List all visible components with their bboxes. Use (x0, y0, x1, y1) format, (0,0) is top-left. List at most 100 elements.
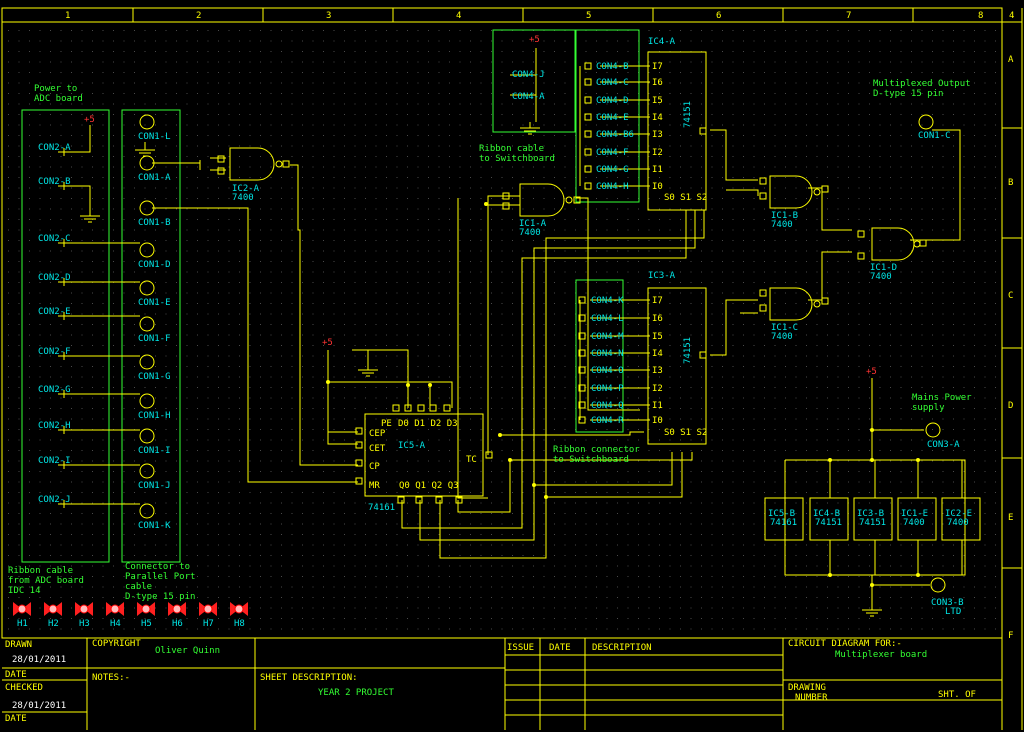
con1-circle (139, 242, 155, 258)
ic4-pin-name: I1 (652, 165, 663, 175)
plus5-label: +5 (866, 367, 877, 377)
mounting-hole (13, 602, 31, 616)
annotations: Power to ADC board Ribbon cable from ADC… (8, 79, 972, 602)
con1-connector-label: CON1-J (138, 481, 171, 491)
supply-chip-body (941, 497, 981, 541)
col-label: 3 (326, 11, 331, 21)
ic5-pin: MR (369, 481, 380, 491)
row-label: C (1008, 291, 1013, 301)
con1-connector-label: CON1-A (138, 173, 171, 183)
junction-dot (326, 380, 330, 384)
ic3-input-labels: CON4-KCON4-LCON4-MCON4-NCON4-OCON4-PCON4… (591, 296, 624, 426)
nand-gate-ic1c (769, 287, 813, 321)
pin-square (355, 477, 363, 485)
ic4-pin-name: I4 (652, 113, 663, 123)
con2-pin (58, 352, 70, 360)
ic3-part: 74151 (683, 337, 693, 364)
col-label: 4 (456, 11, 461, 21)
issue-label: ISSUE (507, 643, 534, 653)
pin-square (578, 296, 586, 304)
col-label: 5 (586, 11, 591, 21)
pin-square (821, 185, 829, 193)
con1-box (121, 109, 181, 563)
junction-dot (406, 383, 410, 387)
ic1c-ref: IC1-C (771, 323, 798, 333)
note-ribbon-adc: from ADC board (8, 576, 84, 586)
con1-connector-label: CON1-H (138, 411, 171, 421)
ic1c-part: 7400 (771, 332, 793, 342)
ic1d-part: 7400 (870, 272, 892, 282)
col-label: 1 (65, 11, 70, 21)
con1-connector-label: CON1-K (138, 521, 171, 531)
note-parallel: Parallel Port (125, 572, 195, 582)
con1-circle (139, 114, 155, 130)
mounting-hole (44, 602, 62, 616)
connector-boxes (21, 29, 640, 563)
grid-dots (8, 30, 996, 630)
junction-dot (828, 458, 832, 462)
col-label: 2 (196, 11, 201, 21)
drawing-number-label: NUMBER (795, 693, 828, 703)
supply-chip-part: 74151 (859, 518, 886, 528)
supply-chip-labels: IC5-B74161IC4-B74151IC3-B74151IC1-E7400I… (768, 509, 972, 528)
hole-label: H1 (17, 619, 28, 629)
sheet-desc: YEAR 2 PROJECT (318, 688, 394, 698)
junction-dot (544, 495, 548, 499)
note-ribbon-switchboard: Ribbon cable (479, 144, 544, 154)
con2-labels: CON2-ACON2-BCON2-CCON2-DCON2-ECON2-FCON2… (38, 143, 71, 505)
author: Oliver Quinn (155, 646, 220, 656)
pin-square (455, 496, 463, 504)
mounting-hole (199, 602, 217, 616)
notes-label: NOTES:- (92, 673, 130, 683)
ic3-ref: IC3-A (648, 271, 676, 281)
ic3-pin-name: I7 (652, 296, 663, 306)
ic4-pin-name: I7 (652, 62, 663, 72)
pin-square (443, 404, 451, 412)
checked-date: 28/01/2011 (12, 701, 66, 711)
ic2a-part: 7400 (232, 193, 254, 203)
supply-chip-part: 74151 (815, 518, 842, 528)
circuit-label: CIRCUIT DIAGRAM FOR:- (788, 639, 902, 649)
ic5-pin: CET (369, 444, 386, 454)
junction-dot (870, 583, 874, 587)
ic3-pin-name: I5 (652, 332, 663, 342)
chip-labels: IC4-A IC3-A 74161 IC5-A IC2-A 7400 IC1-A… (232, 37, 897, 513)
con1-connector-label: CON1-L (138, 132, 171, 142)
ic3-input-label: CON4-M (591, 332, 624, 342)
hole-label: H3 (79, 619, 90, 629)
ic4-input-label: CON4-H (596, 182, 629, 192)
con2-connector-label: CON2-D (38, 273, 71, 283)
con1-circle (139, 155, 155, 171)
ltd-label: LTD (945, 607, 961, 617)
con2-connector-label: CON2-F (38, 347, 71, 357)
con1-labels: CON1-LCON1-ACON1-BCON1-DCON1-ECON1-FCON1… (138, 132, 171, 531)
nand-gate-ic1b (769, 175, 813, 209)
con3b-label: CON3-B (931, 598, 964, 608)
con2-pin (58, 148, 70, 156)
ic3-input-label: CON4-L (591, 314, 624, 324)
pin-square (355, 441, 363, 449)
output-connectors: CON1-C CON3-A CON3-B LTD (918, 114, 964, 617)
pin-square (578, 384, 586, 392)
plus5-label: +5 (84, 115, 95, 125)
con1-circle (139, 428, 155, 444)
note-parallel: cable (125, 582, 152, 592)
junction-dot (484, 202, 488, 206)
con2-wire (70, 125, 91, 153)
ic5-pin: PE (381, 419, 392, 429)
hole-label: H7 (203, 619, 214, 629)
ic1a-part: 7400 (519, 228, 541, 238)
hole-label: H6 (172, 619, 183, 629)
pin-square (584, 96, 592, 104)
pin-square (392, 404, 400, 412)
date-label: DATE (5, 714, 27, 724)
ic4-input-label: CON4-E (596, 113, 629, 123)
con1-circle (139, 200, 155, 216)
border-row-labels: A B C D E F (1008, 55, 1014, 641)
supply-chip-part: 7400 (903, 518, 925, 528)
note-mux-output: Multiplexed Output (873, 79, 971, 89)
ic3-input-label: CON4-R (591, 416, 624, 426)
col-label: 8 (978, 11, 983, 21)
power-labels: +5 +5 +5 +5 (84, 35, 877, 377)
